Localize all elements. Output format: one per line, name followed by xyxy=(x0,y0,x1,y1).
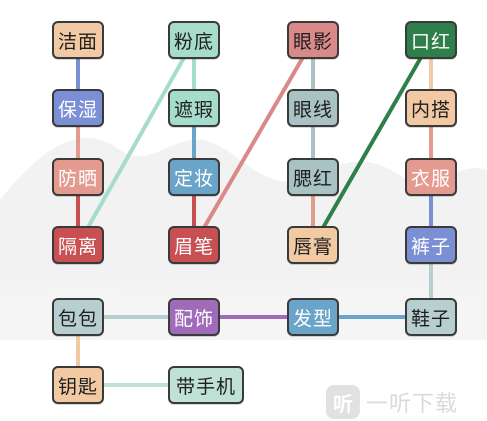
tile-dingzhuang[interactable]: 定妆 xyxy=(168,158,220,196)
tile-geli[interactable]: 隔离 xyxy=(52,226,104,264)
watermark-text: 一听下载 xyxy=(366,392,459,417)
tile-yifu[interactable]: 衣服 xyxy=(405,158,457,196)
tile-fangshai[interactable]: 防晒 xyxy=(52,158,104,196)
mountain-background xyxy=(0,138,487,340)
tile-meibi[interactable]: 眉笔 xyxy=(168,226,220,264)
tile-yaoshi[interactable]: 钥匙 xyxy=(52,366,104,404)
tile-zhexia[interactable]: 遮瑕 xyxy=(168,89,220,127)
tile-saihong[interactable]: 腮红 xyxy=(287,158,339,196)
tile-jiemian[interactable]: 洁面 xyxy=(52,21,104,59)
watermark-logo-icon: 听 xyxy=(326,385,360,419)
tile-faxing[interactable]: 发型 xyxy=(287,298,339,336)
tile-neida[interactable]: 内搭 xyxy=(405,89,457,127)
tile-chungao[interactable]: 唇膏 xyxy=(287,226,339,264)
connector-kouhong-chungao xyxy=(311,38,433,247)
connector-fendi-geli xyxy=(76,38,196,247)
tile-kouhong[interactable]: 口红 xyxy=(405,21,457,59)
tile-baobao[interactable]: 包包 xyxy=(52,298,104,336)
tile-xiezi[interactable]: 鞋子 xyxy=(405,298,457,336)
tile-peishi[interactable]: 配饰 xyxy=(168,298,220,336)
tile-kuzi[interactable]: 裤子 xyxy=(405,226,457,264)
tile-baoshi[interactable]: 保湿 xyxy=(52,89,104,127)
connector-yanying-meibi xyxy=(192,38,315,247)
tile-fendi[interactable]: 粉底 xyxy=(168,21,220,59)
tile-yanying[interactable]: 眼影 xyxy=(287,21,339,59)
tile-daishouji[interactable]: 带手机 xyxy=(168,366,244,404)
tile-yanxian[interactable]: 眼线 xyxy=(287,89,339,127)
watermark: 听 一听下载 xyxy=(326,384,484,420)
